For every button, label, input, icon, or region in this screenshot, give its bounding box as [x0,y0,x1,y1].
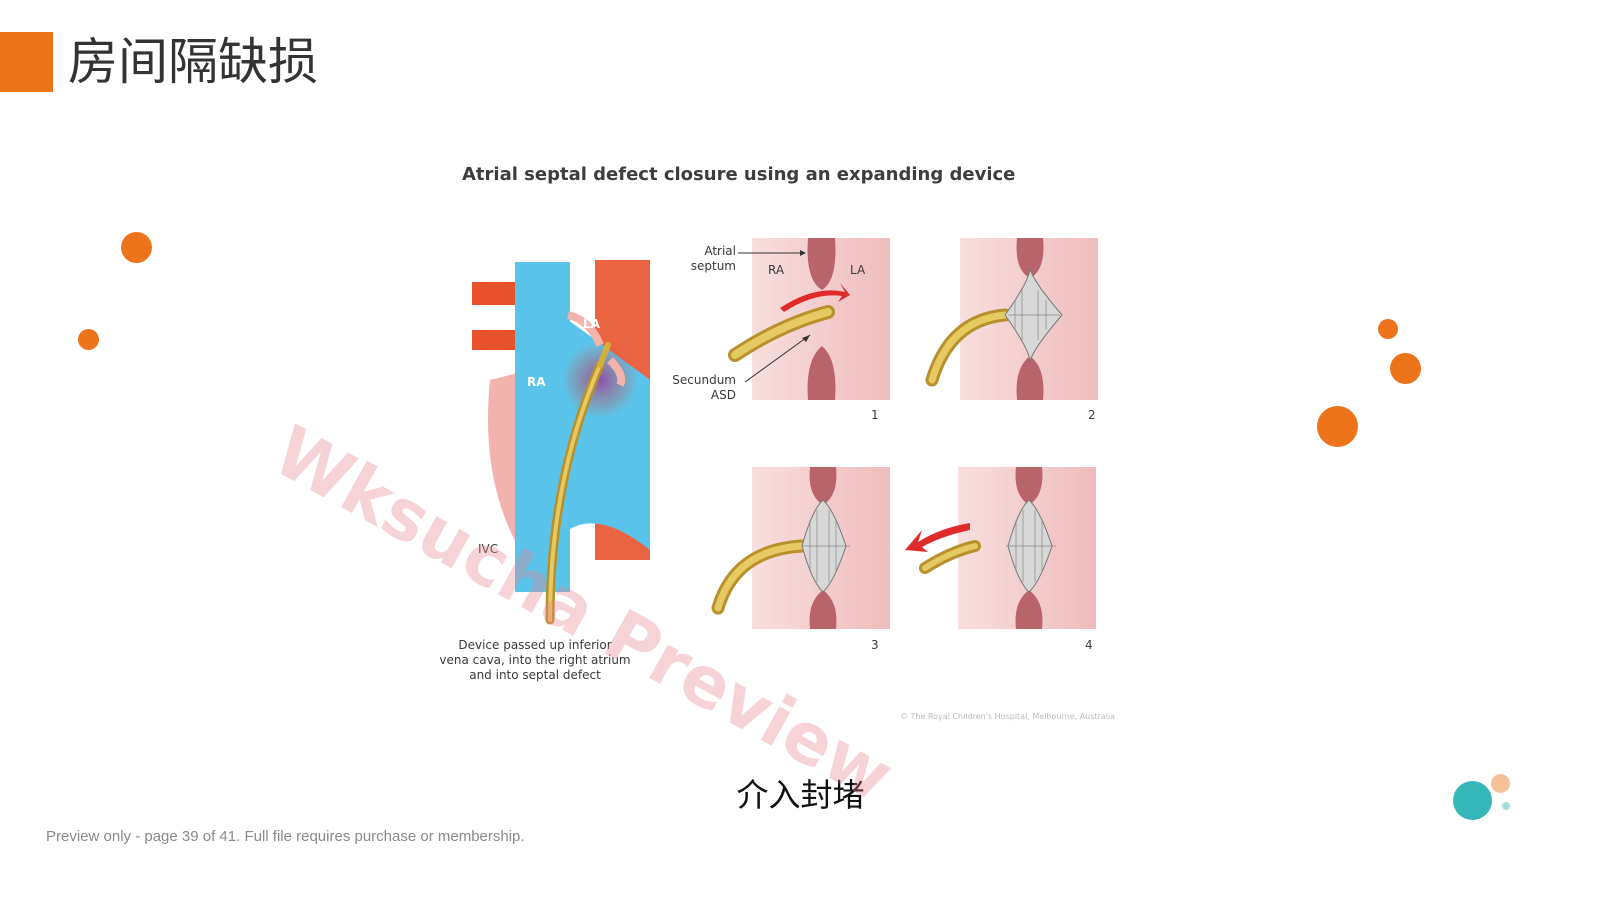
panel-step-3 [711,467,890,629]
slide-title: 房间隔缺损 [68,33,318,91]
label-ivc: IVC [478,542,499,556]
decor-dot [1378,319,1398,339]
title-accent-bar [0,32,53,92]
panel-step-2 [925,238,1098,400]
label-step-1: 1 [871,408,879,422]
label-step-3: 3 [871,638,879,652]
label-la: LA [850,263,866,277]
decor-dot [121,232,152,263]
decor-dot-light-teal [1502,802,1510,810]
label-heart-la: LA [583,317,600,331]
panel-step-4 [905,467,1096,629]
heart-section [472,260,650,625]
decor-dot [1317,406,1358,447]
asd-closure-figure: Atrial septal defect closure using an ex… [439,150,1170,750]
label-step-4: 4 [1085,638,1093,652]
decor-dot-teal [1453,781,1492,820]
label-heart-ra: RA [527,375,546,389]
figure-illustration [472,238,1098,629]
label-atrial-septum: Atrial septum [690,244,736,273]
panel-step-1 [728,238,890,400]
label-secundum-asd: Secundum ASD [672,373,736,402]
figure-copyright: © The Royal Children's Hospital, Melbour… [900,712,1116,721]
label-step-2: 2 [1088,408,1096,422]
preview-footer-note: Preview only - page 39 of 41. Full file … [46,828,525,845]
slide-caption: 介入封堵 [736,776,865,814]
decor-dot [78,329,99,350]
decor-dot [1390,353,1421,384]
device-caption: Device passed up inferior vena cava, int… [439,638,631,682]
label-ra: RA [768,263,785,277]
figure-title: Atrial septal defect closure using an ex… [462,164,1016,185]
decor-dot-peach [1491,774,1510,793]
